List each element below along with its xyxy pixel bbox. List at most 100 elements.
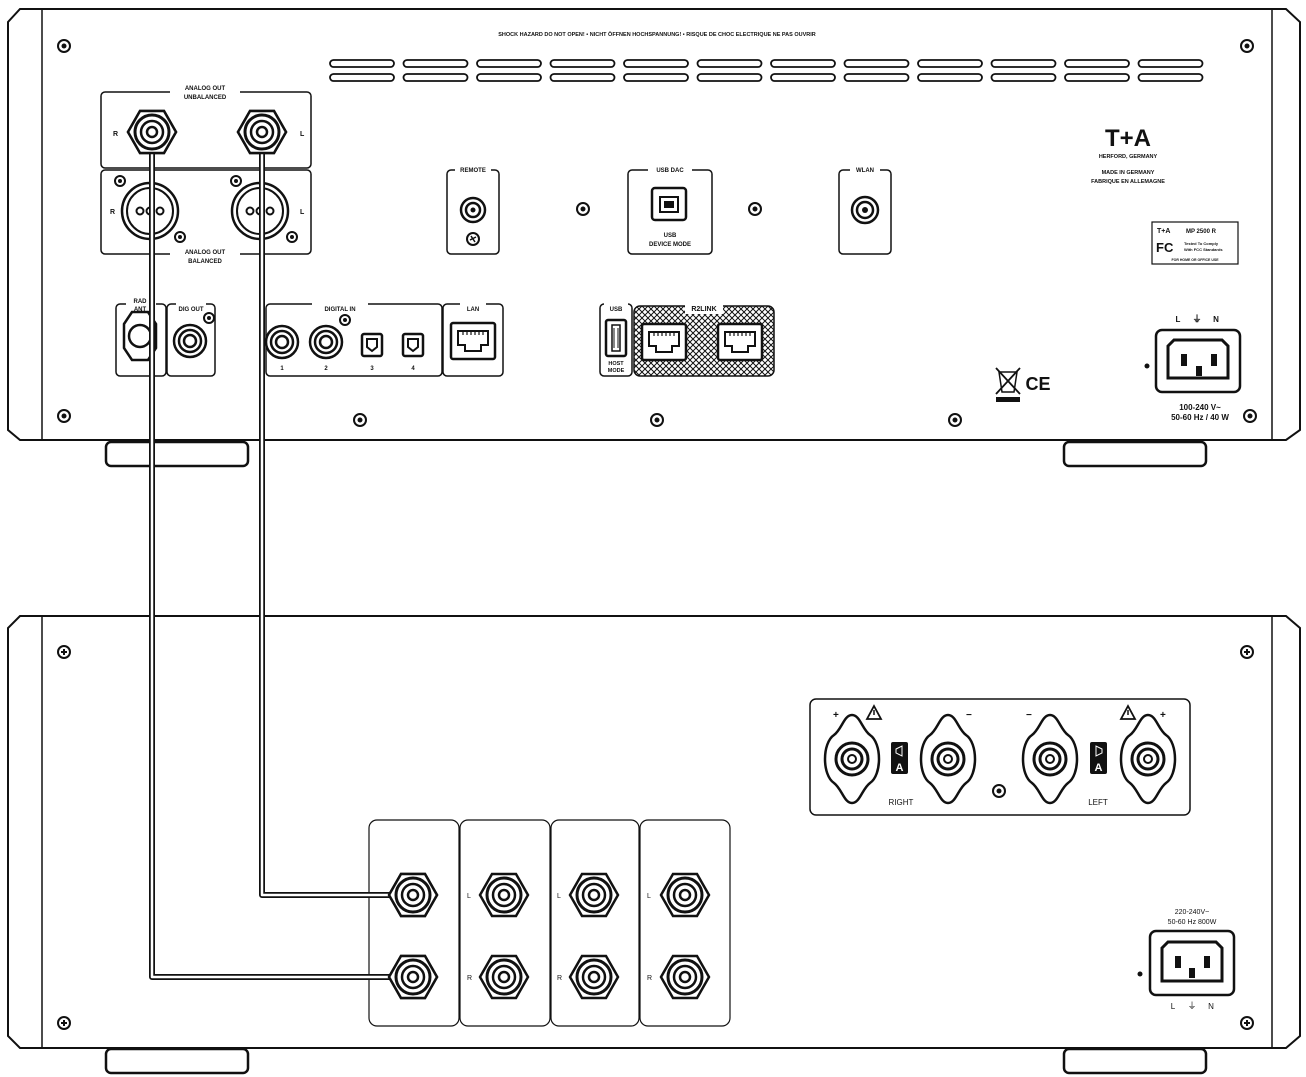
input-2-r-jack[interactable] bbox=[480, 956, 528, 998]
right-label: RIGHT bbox=[889, 798, 914, 807]
xlr-r-label: R bbox=[110, 209, 115, 216]
bottom-power-rating-1: 220-240V~ bbox=[1175, 909, 1209, 916]
dig-out-jack[interactable] bbox=[174, 325, 206, 357]
fcc-logo: FC bbox=[1156, 240, 1174, 255]
left-speaker-a-letter: A bbox=[1095, 762, 1103, 774]
vent-slot bbox=[698, 74, 762, 81]
digital-in-label: DIGITAL IN bbox=[324, 307, 355, 313]
input-2-r-label: R bbox=[467, 975, 472, 982]
analog-out-l-label: L bbox=[300, 131, 305, 138]
screw-icon bbox=[949, 414, 961, 426]
lan-port[interactable] bbox=[451, 323, 495, 359]
input-2-l-jack[interactable] bbox=[480, 874, 528, 916]
vent-slot bbox=[698, 60, 762, 67]
bottom-power-pin-ground-label: ⏚ bbox=[1187, 1001, 1196, 1011]
screw-icon bbox=[354, 414, 366, 426]
xlr-l-label: L bbox=[300, 209, 305, 216]
screw-icon bbox=[749, 203, 761, 215]
digital-in-2-jack[interactable] bbox=[310, 326, 342, 358]
vent-slot bbox=[845, 74, 909, 81]
r2link-port-1[interactable] bbox=[642, 324, 686, 360]
bottom-power-pin-n-label: N bbox=[1208, 1002, 1214, 1011]
cable-r-bottom-plug bbox=[389, 956, 437, 998]
analog-out-balanced-label-1: ANALOG OUT bbox=[185, 250, 226, 256]
vent-slot bbox=[477, 74, 541, 81]
rad-ant-label-1: RAD bbox=[134, 299, 148, 305]
screw-icon bbox=[58, 410, 70, 422]
vent-slot bbox=[1065, 74, 1129, 81]
input-4-r-jack[interactable] bbox=[661, 956, 709, 998]
analog-out-balanced-label-2: BALANCED bbox=[188, 259, 222, 265]
screw-icon bbox=[58, 646, 70, 658]
vent-slot bbox=[1139, 60, 1203, 67]
vent-slot bbox=[918, 74, 982, 81]
analog-out-unbalanced-label-1: ANALOG OUT bbox=[185, 86, 226, 92]
digital-in-1-jack[interactable] bbox=[266, 326, 298, 358]
input-3-l-jack[interactable] bbox=[570, 874, 618, 916]
input-3-r-label: R bbox=[557, 975, 562, 982]
vent-slot bbox=[624, 74, 688, 81]
host-mode-label-1: HOST bbox=[608, 361, 624, 367]
power-pin-n-label: N bbox=[1213, 315, 1219, 324]
left-minus-label: − bbox=[1026, 710, 1032, 721]
vent-slot bbox=[551, 74, 615, 81]
cable-l-top-plug bbox=[238, 111, 286, 153]
bottom-power-pin-l-label: L bbox=[1171, 1002, 1176, 1011]
vent-slot bbox=[404, 60, 468, 67]
digital-in-4-optical[interactable] bbox=[403, 334, 423, 356]
dig-out-label: DIG OUT bbox=[179, 307, 204, 313]
left-plus-label: + bbox=[1160, 710, 1166, 721]
analog-out-r-label: R bbox=[113, 131, 118, 138]
input-4-r-label: R bbox=[647, 975, 652, 982]
input-4-l-jack[interactable] bbox=[661, 874, 709, 916]
fcc-footer: FOR HOME OR OFFICE USE bbox=[1171, 258, 1219, 262]
vent-slot bbox=[771, 74, 835, 81]
digital-in-3-optical[interactable] bbox=[362, 334, 382, 356]
screw-icon bbox=[1241, 1017, 1253, 1029]
vent-slot bbox=[918, 60, 982, 67]
vent-slot bbox=[477, 60, 541, 67]
screw-icon bbox=[1244, 410, 1256, 422]
screw-icon bbox=[651, 414, 663, 426]
screw-icon bbox=[1241, 40, 1253, 52]
bottom-left-foot bbox=[106, 1049, 248, 1073]
host-mode-label-2: MODE bbox=[608, 368, 625, 374]
vent-slot bbox=[330, 74, 394, 81]
vent-slot bbox=[330, 60, 394, 67]
input-2-l-label: L bbox=[467, 893, 471, 900]
vent-slot bbox=[624, 60, 688, 67]
brand-logo: T+A bbox=[1105, 125, 1151, 152]
fcc-text-1: Tested To Comply bbox=[1184, 241, 1219, 246]
bottom-right-foot bbox=[1064, 1049, 1206, 1073]
input-3-r-jack[interactable] bbox=[570, 956, 618, 998]
input-4-l-label: L bbox=[647, 893, 651, 900]
right-plus-label: + bbox=[833, 710, 839, 721]
screw-icon bbox=[1241, 646, 1253, 658]
top-left-foot bbox=[106, 442, 248, 466]
brand-city: HERFORD, GERMANY bbox=[1099, 154, 1158, 160]
bottom-power-rating-2: 50-60 Hz 800W bbox=[1168, 919, 1217, 926]
vent-slot bbox=[551, 60, 615, 67]
power-pin-ground-label: ⏚ bbox=[1192, 314, 1201, 324]
usb-dac-label: USB DAC bbox=[656, 168, 684, 174]
vent-slot bbox=[404, 74, 468, 81]
bottom-unit: + − − + A A RIGHT LEFT L bbox=[8, 616, 1300, 1073]
fcc-text-2: With FCC Standards bbox=[1184, 247, 1223, 252]
screw-icon bbox=[58, 1017, 70, 1029]
vent-slot bbox=[845, 60, 909, 67]
vent-slot bbox=[1065, 60, 1129, 67]
vent-slot bbox=[1139, 74, 1203, 81]
r2link-port-2[interactable] bbox=[718, 324, 762, 360]
top-power-rating-1: 100-240 V~ bbox=[1179, 403, 1221, 412]
top-right-foot bbox=[1064, 442, 1206, 466]
lan-label: LAN bbox=[467, 307, 479, 313]
left-label: LEFT bbox=[1088, 798, 1108, 807]
right-speaker-a-letter: A bbox=[896, 762, 904, 774]
top-power-rating-2: 50-60 Hz / 40 W bbox=[1171, 413, 1229, 422]
right-minus-label: − bbox=[966, 710, 972, 721]
screw-icon bbox=[58, 40, 70, 52]
wlan-label: WLAN bbox=[856, 168, 874, 174]
r2link-label: R2LINK bbox=[691, 306, 716, 313]
analog-out-unbalanced-label-2: UNBALANCED bbox=[184, 95, 227, 101]
